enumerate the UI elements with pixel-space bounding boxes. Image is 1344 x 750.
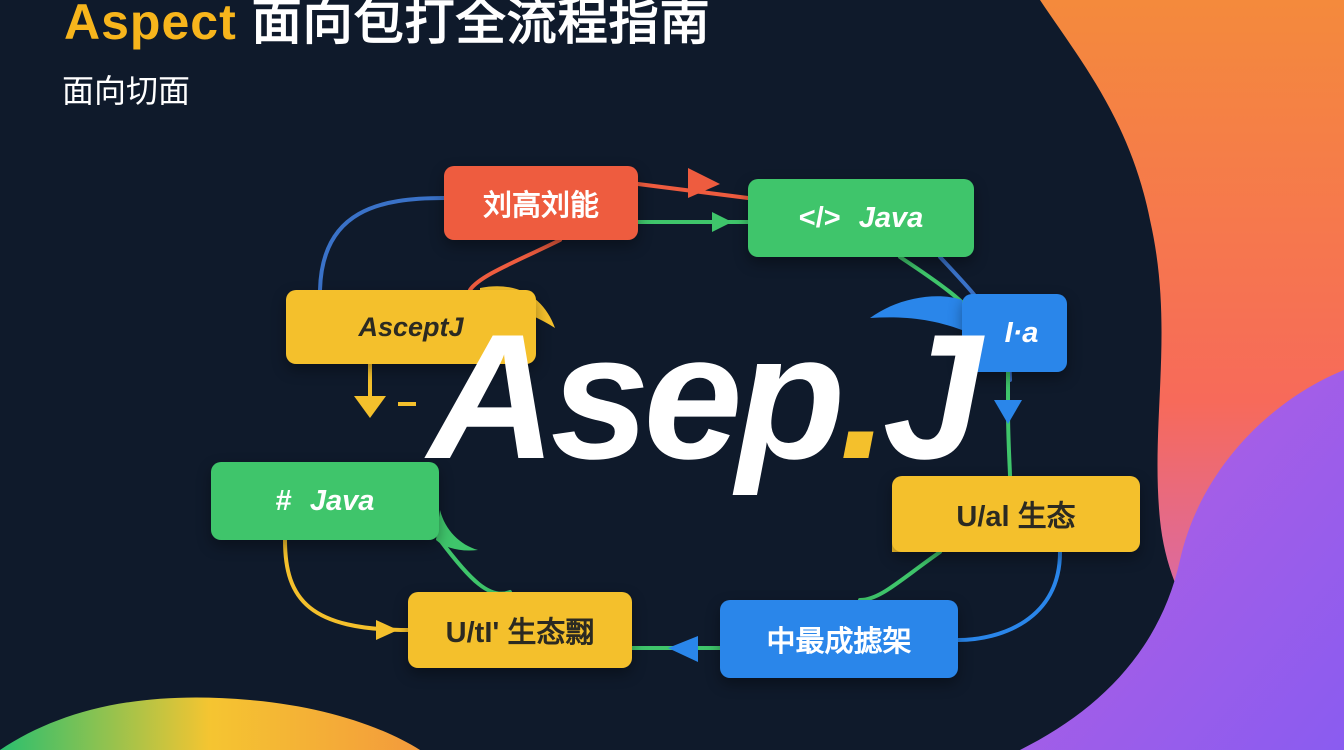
- page-subtitle: 面向切面: [62, 73, 191, 109]
- arrow-green-right: [712, 212, 732, 232]
- connector-blue-left: [318, 196, 446, 292]
- node-yellow-right-label: U/al 生态: [956, 501, 1076, 533]
- hash-icon: #: [275, 484, 292, 517]
- arrow-yellow-right: [376, 620, 398, 640]
- logo-tail: J: [882, 297, 982, 496]
- title-rest: 面向包打全流程指南: [236, 0, 711, 50]
- logo-dot: .: [839, 297, 889, 496]
- swoosh-green: [436, 510, 478, 551]
- page-title: Aspect 面向包打全流程指南: [64, 0, 711, 54]
- node-yellow-right: U/al 生态: [892, 476, 1140, 552]
- arrow-blue-down: [994, 400, 1022, 424]
- node-yellow-bottom-label: U/tI' 生态翲: [445, 617, 595, 649]
- node-java-left: # Java: [211, 462, 439, 540]
- node-blue-bottom: 中最成摅架: [720, 600, 958, 678]
- node-blue-right-label: I·a: [1004, 316, 1039, 349]
- connector-yellow-right-blue: [956, 550, 1062, 642]
- arrow-blue-left: [668, 636, 698, 662]
- node-java-top: </> Java: [748, 179, 974, 257]
- code-brackets-icon: </>: [798, 201, 841, 234]
- node-java-left-label: Java: [309, 484, 375, 517]
- connector-java-left-down: [283, 538, 410, 632]
- arrow-yellow-down: [354, 396, 386, 418]
- connector-blue-right-down: [1006, 370, 1012, 478]
- aspectj-logo: Asep.J: [428, 308, 982, 486]
- logo-main: Asep: [428, 297, 845, 496]
- node-aspectj: AsceptJ: [286, 290, 536, 364]
- arrow-red-right: [688, 168, 720, 198]
- title-accent: Aspect: [64, 0, 237, 50]
- node-java-top-label: Java: [858, 201, 924, 234]
- node-yellow-bottom: U/tI' 生态翲: [408, 592, 632, 668]
- node-blue-right: I·a: [962, 294, 1067, 372]
- swoosh-blue: [870, 296, 962, 330]
- node-aspectj-label: AsceptJ: [358, 311, 464, 342]
- connector-red-to-java: [468, 238, 562, 292]
- node-red-label: 刘高刘能: [482, 190, 599, 222]
- node-red: 刘高刘能: [444, 166, 638, 240]
- connector-java-left-green: [438, 538, 512, 596]
- node-blue-bottom-label: 中最成摅架: [766, 626, 912, 658]
- connector-yellow-right-green: [858, 550, 942, 602]
